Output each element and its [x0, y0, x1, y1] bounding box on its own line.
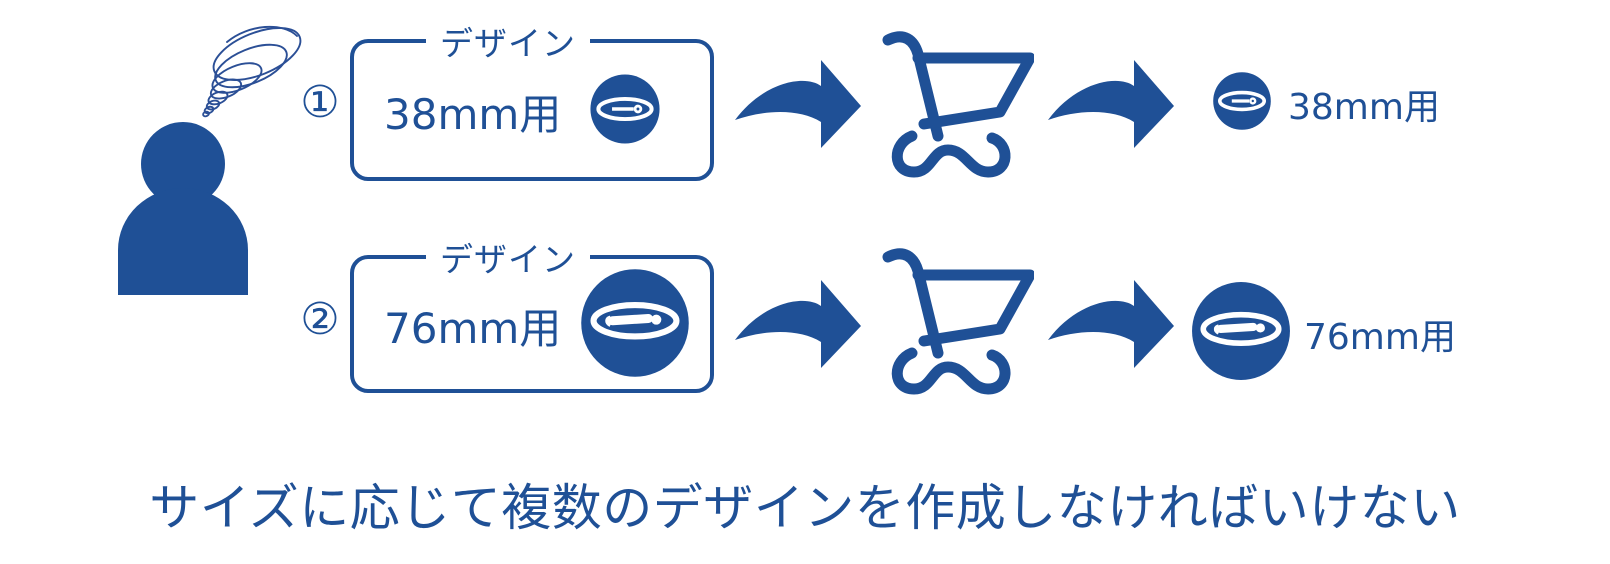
shopping-cart-icon — [874, 245, 1036, 400]
result-group-1: 38mm用 — [1212, 71, 1440, 136]
person-icon — [118, 120, 248, 295]
result-label-1: 38mm用 — [1288, 86, 1440, 128]
badge-pin-icon — [589, 73, 661, 150]
thought-swirl-icon — [193, 8, 313, 133]
arrow-right-icon — [733, 52, 863, 157]
result-label-2: 76mm用 — [1304, 316, 1456, 358]
arrow-right-icon — [733, 272, 863, 377]
design-box-1-size-label: 38mm用 — [384, 89, 562, 139]
design-box-2-size-label: 76mm用 — [384, 303, 562, 353]
shopping-cart-icon — [874, 28, 1036, 183]
result-group-2: 76mm用 — [1190, 280, 1456, 387]
badge-pin-icon — [1190, 280, 1292, 387]
diagram-caption: サイズに応じて複数のデザインを作成しなければいけない — [149, 479, 1461, 537]
arrow-right-icon — [1046, 52, 1176, 157]
step-number-1: ① — [300, 77, 340, 128]
badge-pin-icon — [579, 267, 691, 384]
badge-pin-icon — [1212, 71, 1272, 136]
design-box-2-legend: デザイン — [440, 240, 576, 279]
step-number-2: ② — [300, 294, 340, 345]
design-box-1: デザイン 38mm用 — [350, 17, 714, 181]
design-box-1-legend: デザイン — [440, 24, 576, 63]
design-box-2: デザイン 76mm用 — [350, 233, 714, 393]
arrow-right-icon — [1046, 272, 1176, 377]
